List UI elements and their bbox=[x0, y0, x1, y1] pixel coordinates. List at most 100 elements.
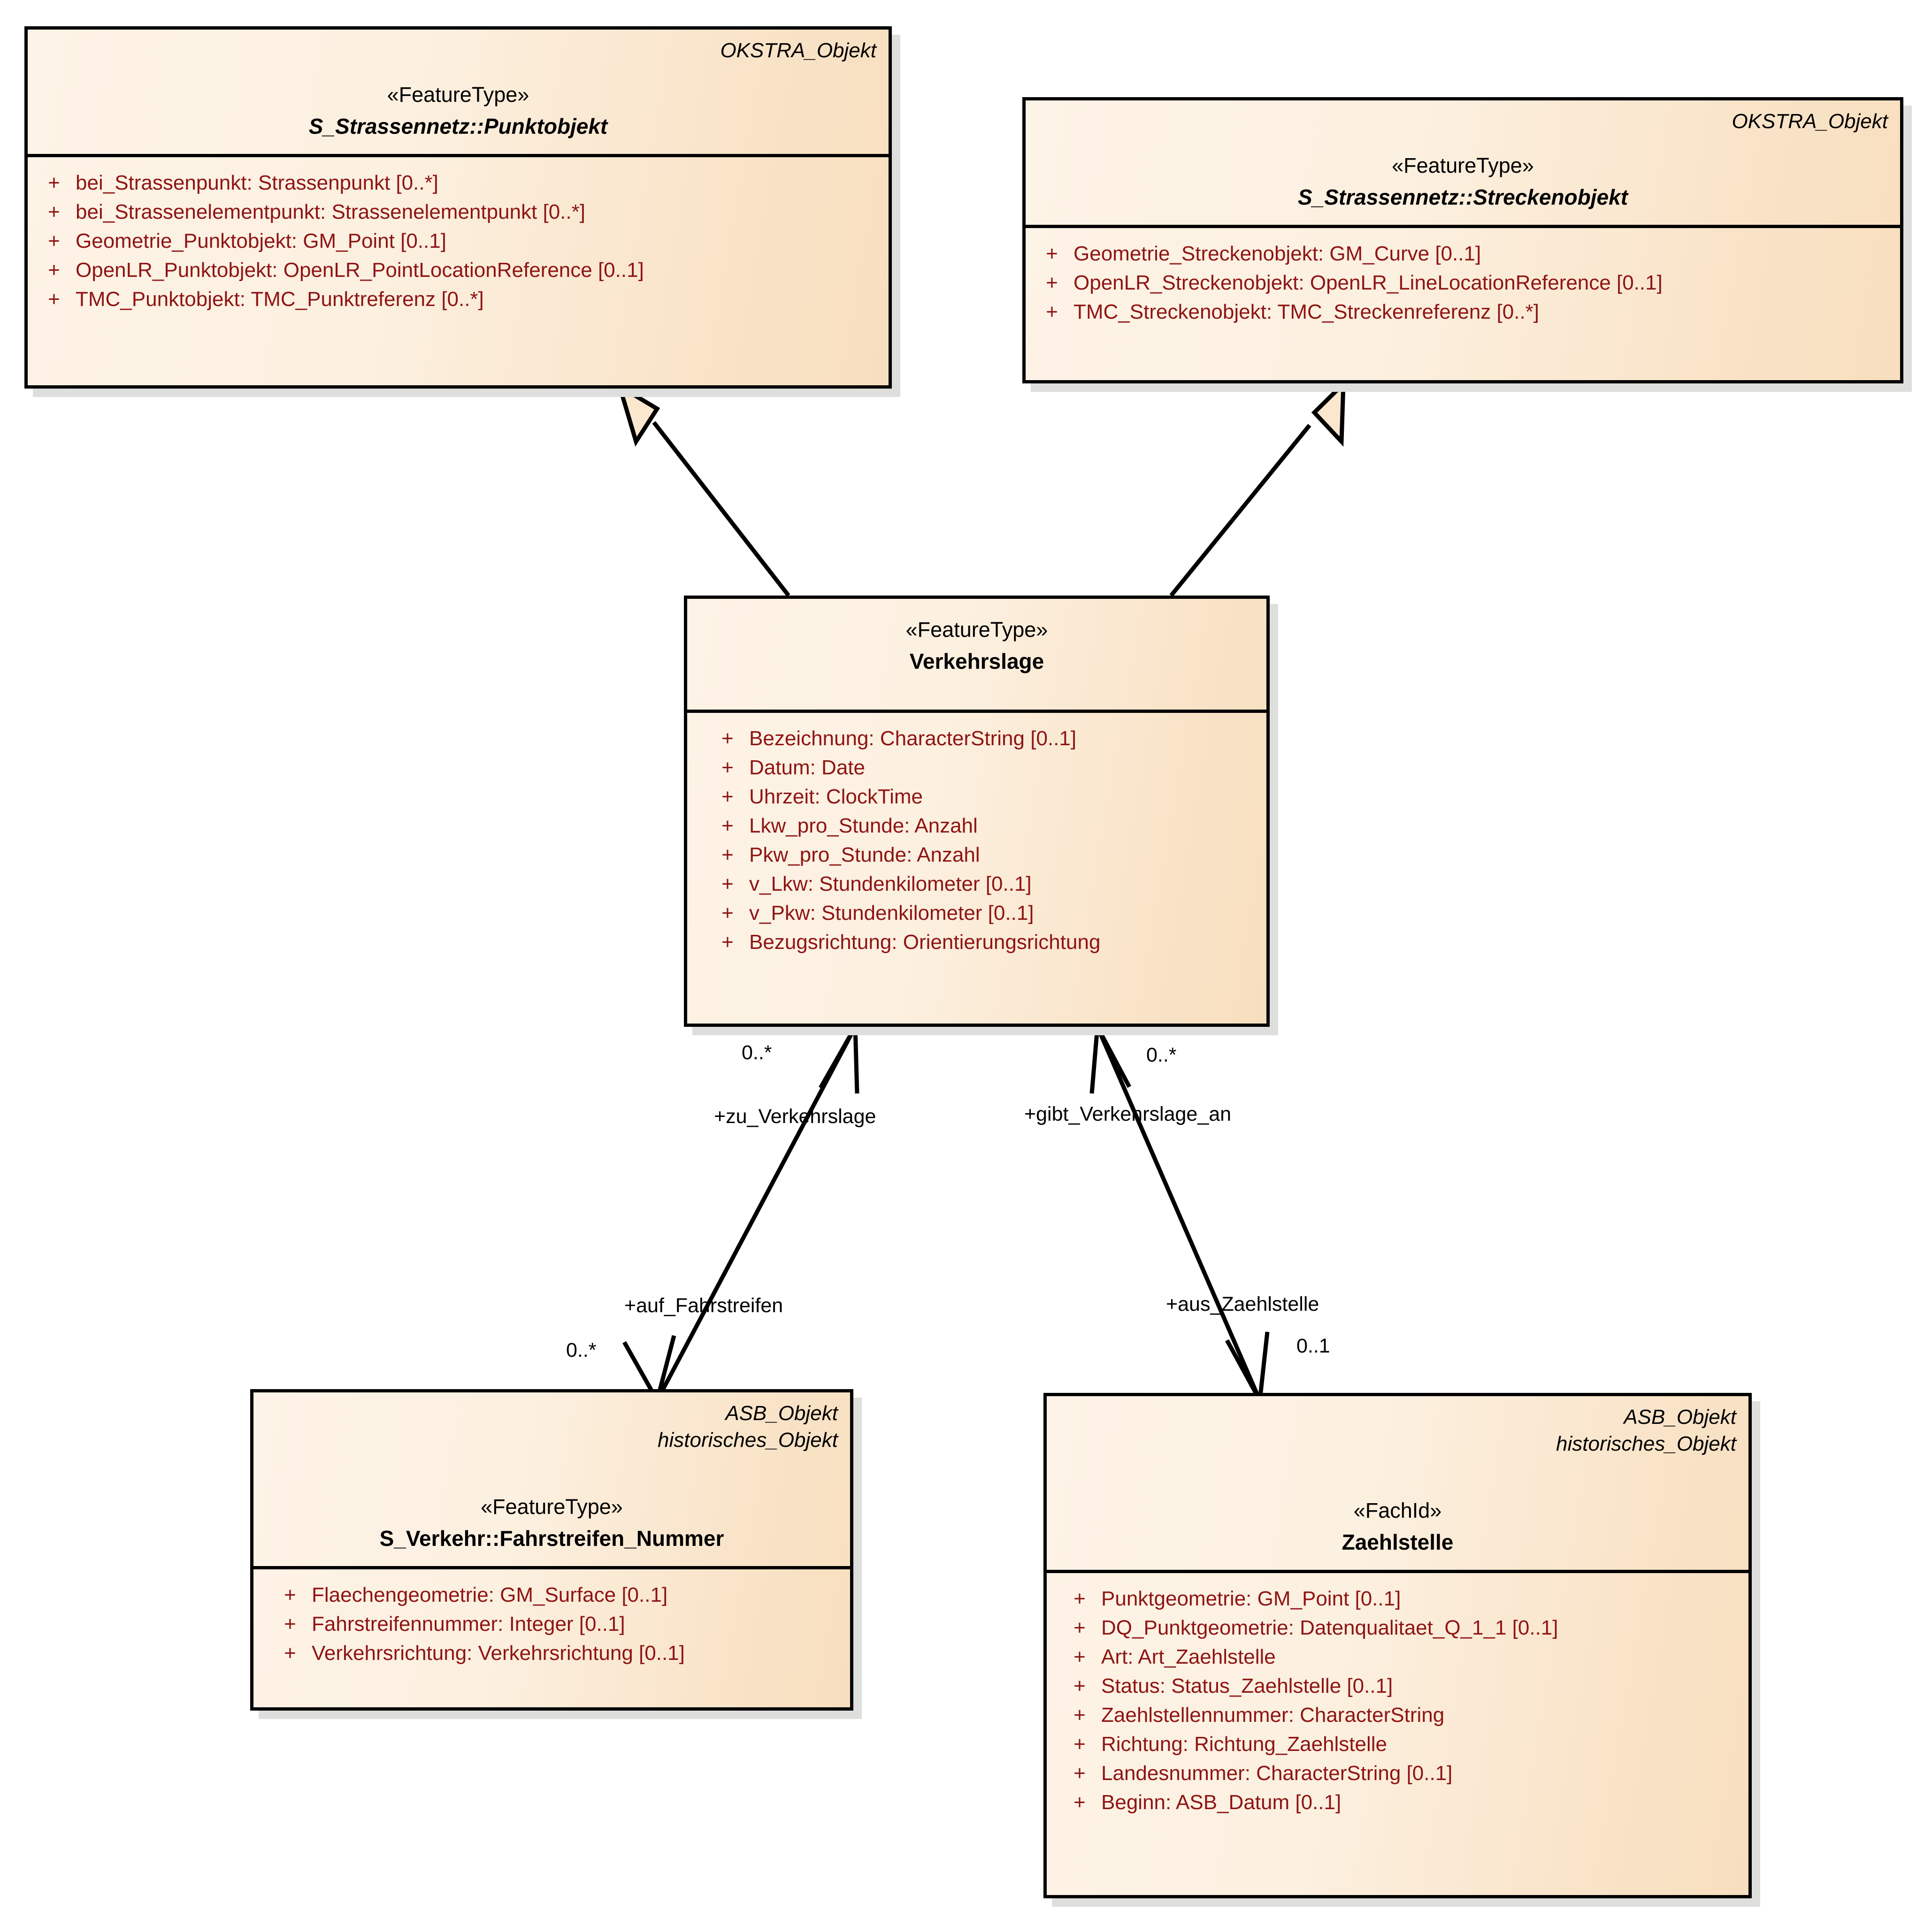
class-header-punktobjekt: OKSTRA_Objekt «FeatureType» S_Strassenne… bbox=[28, 30, 889, 157]
class-box-punktobjekt[interactable]: OKSTRA_Objekt «FeatureType» S_Strassenne… bbox=[24, 26, 892, 389]
visibility-marker: + bbox=[721, 814, 734, 837]
generalization-verkehrslage-to-streckenobjekt bbox=[1169, 378, 1346, 597]
role-label-gibt-verkehrslage-an: +gibt_Verkehrslage_an bbox=[1024, 1103, 1232, 1125]
stereotype-label: «FachId» bbox=[1353, 1498, 1442, 1522]
class-header-streckenobjekt: OKSTRA_Objekt «FeatureType» S_Strassenne… bbox=[1026, 100, 1900, 228]
attribute-row: + Geometrie_Streckenobjekt: GM_Curve [0.… bbox=[1030, 239, 1895, 268]
attribute-signature: bei_Strassenelementpunkt: Strassenelemen… bbox=[76, 200, 585, 223]
role-label-auf-fahrstreifen: +auf_Fahrstreifen bbox=[624, 1294, 783, 1317]
attribute-row: + bei_Strassenelementpunkt: Strassenelem… bbox=[32, 198, 884, 227]
visibility-marker: + bbox=[284, 1613, 296, 1636]
attribute-row: + Flaechengeometrie: GM_Surface [0..1] bbox=[268, 1581, 845, 1610]
class-name-label: Verkehrslage bbox=[909, 649, 1044, 674]
attribute-signature: Geometrie_Streckenobjekt: GM_Curve [0..1… bbox=[1073, 242, 1481, 265]
multiplicity-zu-verkehrslage: 0..* bbox=[742, 1041, 772, 1064]
attribute-row: + Bezeichnung: CharacterString [0..1] bbox=[706, 724, 1262, 753]
attribute-row: + Uhrzeit: ClockTime bbox=[706, 782, 1262, 811]
class-name-label: S_Strassennetz::Punktobjekt bbox=[308, 114, 608, 139]
visibility-marker: + bbox=[1046, 271, 1058, 294]
class-box-fahrstreifen-nummer[interactable]: ASB_Objekt historisches_Objekt «FeatureT… bbox=[250, 1389, 853, 1711]
role-label-aus-zaehlstelle: +aus_Zaehlstelle bbox=[1166, 1293, 1319, 1315]
class-title-group-streckenobjekt: «FeatureType» S_Strassennetz::Streckenob… bbox=[1038, 152, 1888, 212]
visibility-marker: + bbox=[721, 843, 734, 866]
attribute-signature: Datum: Date bbox=[749, 756, 865, 779]
generalization-verkehrslage-to-punktobjekt bbox=[616, 382, 790, 597]
multiplicity-auf-fahrstreifen: 0..* bbox=[566, 1339, 597, 1361]
attribute-signature: Bezugsrichtung: Orientierungsrichtung bbox=[749, 931, 1101, 954]
attribute-signature: Flaechengeometrie: GM_Surface [0..1] bbox=[312, 1583, 668, 1606]
tagline-asb-objekt: ASB_Objekt bbox=[725, 1402, 838, 1425]
visibility-marker: + bbox=[1073, 1733, 1086, 1756]
attribute-signature: Verkehrsrichtung: Verkehrsrichtung [0..1… bbox=[312, 1642, 685, 1665]
attribute-signature: v_Lkw: Stundenkilometer [0..1] bbox=[749, 872, 1032, 895]
class-title-group-verkehrslage: «FeatureType» Verkehrslage bbox=[699, 616, 1254, 676]
attribute-row: + Beginn: ASB_Datum [0..1] bbox=[1058, 1788, 1744, 1817]
stereotype-label: «FeatureType» bbox=[481, 1494, 623, 1519]
attribute-signature: Status: Status_Zaehlstelle [0..1] bbox=[1101, 1674, 1393, 1697]
attribute-signature: Lkw_pro_Stunde: Anzahl bbox=[749, 814, 978, 837]
association-verkehrslage-zaehlstelle bbox=[1089, 1025, 1270, 1402]
visibility-marker: + bbox=[1073, 1587, 1086, 1610]
tagline-group-streckenobjekt: OKSTRA_Objekt bbox=[1038, 108, 1888, 135]
attribute-signature: OpenLR_Punktobjekt: OpenLR_PointLocation… bbox=[76, 259, 644, 282]
attribute-list-verkehrslage: + Bezeichnung: CharacterString [0..1] + … bbox=[687, 713, 1266, 1024]
visibility-marker: + bbox=[721, 785, 734, 808]
class-box-zaehlstelle[interactable]: ASB_Objekt historisches_Objekt «FachId» … bbox=[1043, 1393, 1752, 1898]
attribute-signature: v_Pkw: Stundenkilometer [0..1] bbox=[749, 902, 1034, 925]
attribute-row: + Pkw_pro_Stunde: Anzahl bbox=[706, 841, 1262, 870]
class-box-streckenobjekt[interactable]: OKSTRA_Objekt «FeatureType» S_Strassenne… bbox=[1022, 97, 1903, 383]
attribute-row: + Fahrstreifennummer: Integer [0..1] bbox=[268, 1610, 845, 1639]
visibility-marker: + bbox=[1046, 242, 1058, 265]
attribute-row: + v_Pkw: Stundenkilometer [0..1] bbox=[706, 899, 1262, 928]
visibility-marker: + bbox=[1073, 1762, 1086, 1785]
attribute-signature: Pkw_pro_Stunde: Anzahl bbox=[749, 843, 980, 866]
attribute-row: + Richtung: Richtung_Zaehlstelle bbox=[1058, 1730, 1744, 1759]
attribute-row: + Lkw_pro_Stunde: Anzahl bbox=[706, 811, 1262, 841]
stereotype-label: «FeatureType» bbox=[905, 618, 1048, 642]
attribute-row: + Landesnummer: CharacterString [0..1] bbox=[1058, 1759, 1744, 1788]
attribute-row: + Geometrie_Punktobjekt: GM_Point [0..1] bbox=[32, 227, 884, 256]
tagline-historisches-objekt: historisches_Objekt bbox=[658, 1429, 838, 1452]
visibility-marker: + bbox=[1073, 1616, 1086, 1639]
visibility-marker: + bbox=[721, 902, 734, 925]
visibility-marker: + bbox=[48, 229, 60, 252]
visibility-marker: + bbox=[48, 200, 60, 223]
attribute-signature: TMC_Streckenobjekt: TMC_Streckenreferenz… bbox=[1073, 300, 1540, 323]
attribute-row: + bei_Strassenpunkt: Strassenpunkt [0..*… bbox=[32, 168, 884, 198]
multiplicity-gibt-verkehrslage-an: 0..* bbox=[1146, 1044, 1177, 1066]
visibility-marker: + bbox=[1073, 1645, 1086, 1668]
attribute-row: + OpenLR_Punktobjekt: OpenLR_PointLocati… bbox=[32, 256, 884, 285]
class-header-fahrstreifen-nummer: ASB_Objekt historisches_Objekt «FeatureT… bbox=[253, 1392, 850, 1569]
visibility-marker: + bbox=[284, 1583, 296, 1606]
attribute-signature: Geometrie_Punktobjekt: GM_Point [0..1] bbox=[76, 229, 446, 252]
attribute-signature: OpenLR_Streckenobjekt: OpenLR_LineLocati… bbox=[1073, 271, 1663, 294]
multiplicity-aus-zaehlstelle: 0..1 bbox=[1296, 1335, 1330, 1357]
attribute-row: + TMC_Punktobjekt: TMC_Punktreferenz [0.… bbox=[32, 285, 884, 314]
visibility-marker: + bbox=[721, 756, 734, 779]
class-name-label: S_Strassennetz::Streckenobjekt bbox=[1297, 185, 1628, 210]
attribute-row: + Punktgeometrie: GM_Point [0..1] bbox=[1058, 1584, 1744, 1613]
attribute-signature: Art: Art_Zaehlstelle bbox=[1101, 1645, 1276, 1668]
attribute-signature: DQ_Punktgeometrie: Datenqualitaet_Q_1_1 … bbox=[1101, 1616, 1558, 1639]
attribute-row: + Verkehrsrichtung: Verkehrsrichtung [0.… bbox=[268, 1639, 845, 1668]
attribute-signature: bei_Strassenpunkt: Strassenpunkt [0..*] bbox=[76, 171, 438, 194]
tagline-group-fahrstreifen-nummer: ASB_Objekt historisches_Objekt bbox=[266, 1400, 838, 1453]
class-name-label: S_Verkehr::Fahrstreifen_Nummer bbox=[379, 1526, 724, 1551]
tagline-okstra-objekt: OKSTRA_Objekt bbox=[1732, 110, 1888, 133]
association-verkehrslage-fahrstreifen bbox=[622, 1025, 859, 1402]
tagline-okstra-objekt: OKSTRA_Objekt bbox=[720, 39, 876, 62]
visibility-marker: + bbox=[721, 931, 734, 954]
class-title-group-zaehlstelle: «FachId» Zaehlstelle bbox=[1059, 1497, 1736, 1557]
attribute-signature: Beginn: ASB_Datum [0..1] bbox=[1101, 1791, 1342, 1814]
attribute-signature: TMC_Punktobjekt: TMC_Punktreferenz [0..*… bbox=[76, 288, 484, 311]
attribute-row: + OpenLR_Streckenobjekt: OpenLR_LineLoca… bbox=[1030, 268, 1895, 298]
visibility-marker: + bbox=[48, 288, 60, 311]
stereotype-label: «FeatureType» bbox=[1392, 153, 1534, 177]
attribute-list-fahrstreifen-nummer: + Flaechengeometrie: GM_Surface [0..1] +… bbox=[253, 1569, 850, 1707]
class-box-verkehrslage[interactable]: «FeatureType» Verkehrslage + Bezeichnung… bbox=[684, 596, 1270, 1027]
attribute-signature: Fahrstreifennummer: Integer [0..1] bbox=[312, 1613, 625, 1636]
attribute-list-punktobjekt: + bei_Strassenpunkt: Strassenpunkt [0..*… bbox=[28, 157, 889, 385]
tagline-group-zaehlstelle: ASB_Objekt historisches_Objekt bbox=[1059, 1404, 1736, 1457]
tagline-historisches-objekt: historisches_Objekt bbox=[1556, 1432, 1736, 1456]
